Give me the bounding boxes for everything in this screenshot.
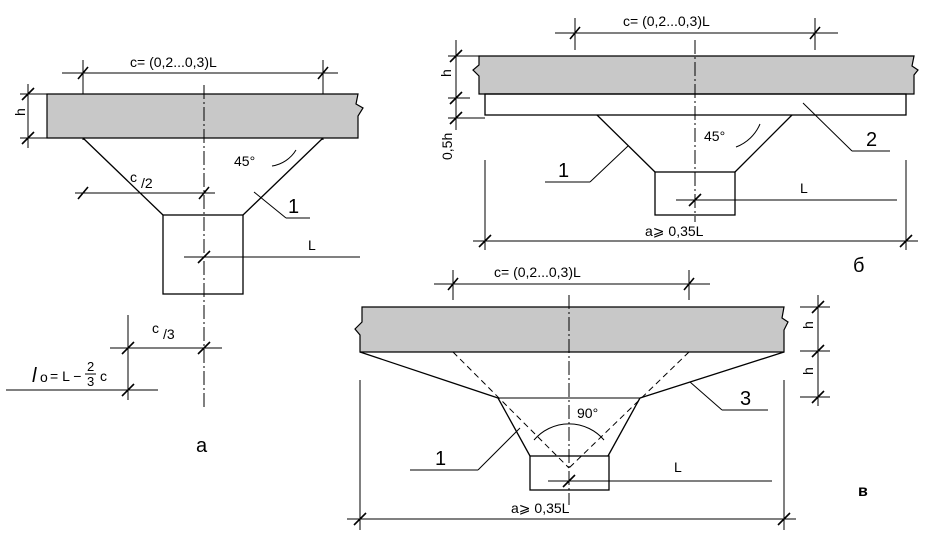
dim-tick [688, 193, 702, 207]
dim-tick [197, 250, 211, 264]
capital-slope-right [639, 351, 785, 399]
dim-tick [811, 300, 825, 314]
leader-2 [802, 102, 853, 152]
dim-tick [121, 383, 135, 397]
label-1: 1 [558, 160, 569, 182]
leader-1 [477, 427, 521, 471]
angle-arc [271, 149, 297, 167]
label-h: h [12, 108, 28, 116]
leader-3 [689, 381, 723, 411]
caption-v: в [858, 483, 868, 500]
dim-tick [899, 234, 913, 248]
label-angle: 90° [577, 405, 598, 421]
label-L: L [308, 237, 316, 253]
label-angle: 45° [234, 153, 255, 169]
svg-text:o: o [40, 369, 48, 385]
dim-tick [197, 341, 211, 355]
label-c2: c [130, 169, 137, 185]
dim-tick [121, 341, 135, 355]
label-h-top: h [800, 321, 816, 329]
label-05h: 0,5h [439, 133, 455, 160]
label-h-bottom: h [800, 367, 816, 375]
dashed-45-right [568, 351, 690, 469]
panel-a: c= (0,2...0,3)L h c /2 45° 1 L [6, 54, 364, 457]
label-c2-den: /2 [141, 175, 153, 191]
leader-1 [253, 191, 287, 219]
formula-l0: l o = L − 2 3 c [32, 359, 107, 389]
label-L: L [800, 180, 808, 196]
haunch-right [734, 114, 793, 173]
dim-tick [562, 474, 576, 488]
angle-arc [735, 123, 761, 148]
label-h: h [438, 69, 454, 77]
label-1: 1 [435, 448, 446, 470]
dim-a-label: a⩾ 0,35L [645, 223, 704, 239]
haunch-right [242, 137, 324, 216]
dim-tick [449, 49, 463, 63]
dim-c-label: c= (0,2...0,3)L [130, 54, 217, 70]
label-L: L [674, 459, 682, 475]
leader-1 [589, 145, 629, 183]
caption-b: б [853, 255, 864, 277]
dim-tick [811, 390, 825, 404]
dim-tick [811, 344, 825, 358]
dim-c-label: c= (0,2...0,3)L [494, 264, 581, 280]
dashed-45-left [452, 351, 570, 469]
panel-v: c= (0,2...0,3)L h h 90° 1 [347, 264, 868, 530]
dim-tick [449, 111, 463, 125]
haunch-right [607, 397, 641, 457]
dim-tick [21, 131, 35, 145]
label-2: 2 [866, 129, 877, 151]
dim-tick [478, 234, 492, 248]
caption-a: а [196, 435, 208, 457]
label-1: 1 [288, 196, 299, 218]
dim-tick [777, 512, 791, 526]
label-c3: c [152, 320, 159, 336]
dim-tick [21, 87, 35, 101]
svg-text:l: l [32, 365, 37, 387]
label-3: 3 [740, 388, 751, 410]
dim-a-label: a⩾ 0,35L [511, 500, 570, 516]
haunch-left [596, 114, 656, 173]
dim-tick [198, 186, 210, 200]
slab [46, 93, 364, 139]
column [162, 214, 244, 295]
haunch-left [497, 397, 531, 457]
dim-tick [449, 91, 463, 105]
label-c3-den: /3 [163, 326, 175, 342]
svg-text:= L −: = L − [50, 368, 81, 384]
slab [354, 306, 789, 353]
svg-text:2: 2 [87, 359, 94, 374]
dim-tick [77, 186, 89, 200]
dim-c-label: c= (0,2...0,3)L [623, 13, 710, 29]
haunch-left [82, 137, 164, 216]
label-angle: 45° [704, 128, 725, 144]
capital-slope-left [359, 351, 499, 399]
dim-tick [353, 512, 367, 526]
svg-text:3: 3 [87, 374, 94, 389]
svg-text:c: c [100, 368, 107, 384]
panel-b: c= (0,2...0,3)L h 0,5h 45° 1 2 [438, 13, 919, 277]
